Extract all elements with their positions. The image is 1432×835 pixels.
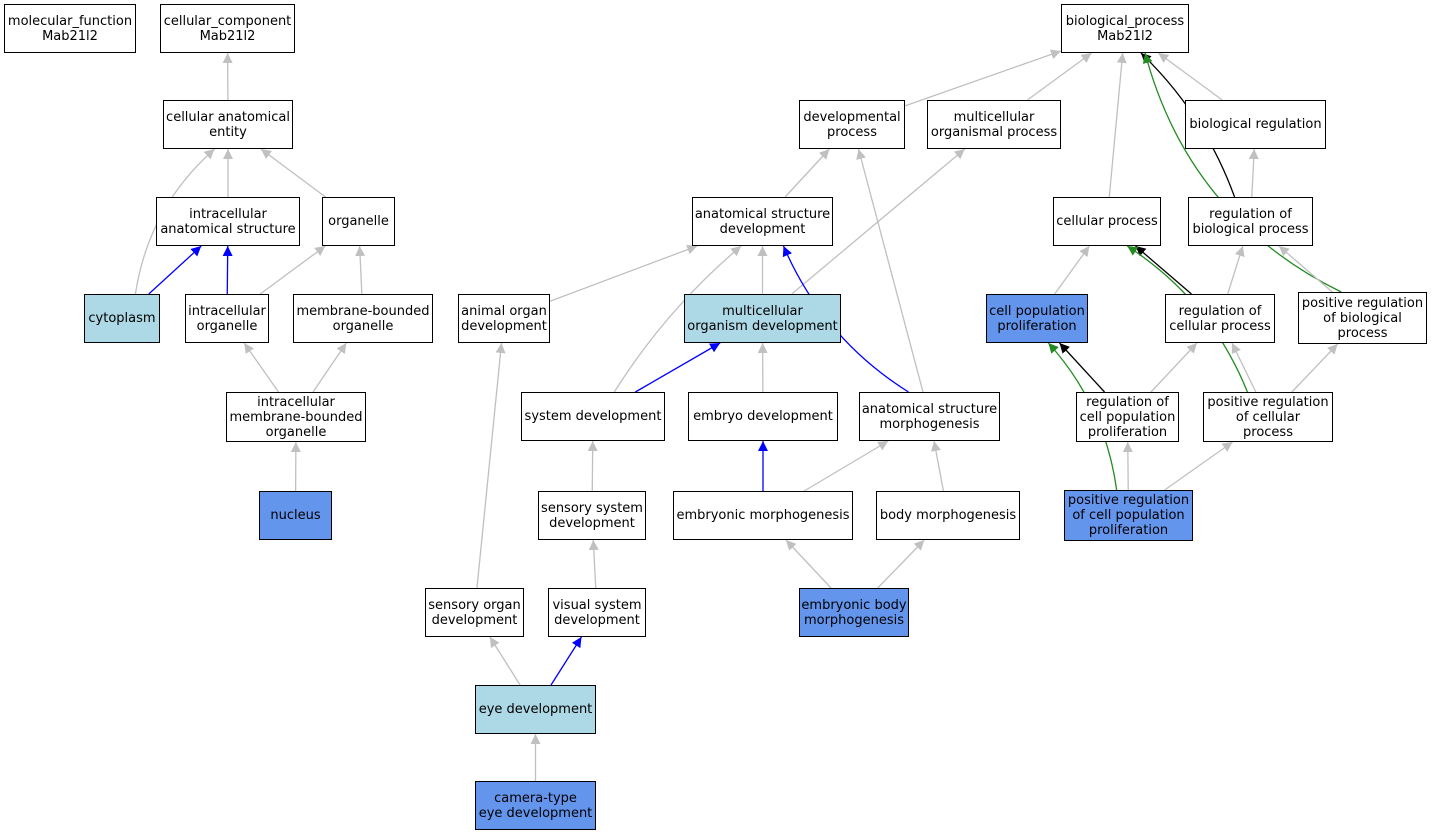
edge-anatomical-structure-development-to-developmental-process (784, 148, 830, 198)
node-cell-population-proliferation[interactable]: cell population proliferation (986, 294, 1088, 343)
edge-system-development-to-anatomical-structure-development (613, 245, 742, 393)
edge-embryonic-morphogenesis-to-anatomical-structure-morphogenesis (803, 440, 889, 492)
edge-intracellular-membrane-bounded-organelle-to-intracellular-organelle (243, 342, 280, 393)
node-positive-regulation-of-cell-population-proliferation[interactable]: positive regulation of cell population p… (1064, 490, 1193, 541)
edge-system-development-to-multicellular-organism-development (635, 342, 721, 393)
edge-embryonic-body-morphogenesis-to-body-morphogenesis (877, 539, 925, 589)
node-body-morphogenesis[interactable]: body morphogenesis (876, 491, 1020, 540)
node-cellular-component[interactable]: cellular_component Mab21l2 (160, 4, 295, 53)
node-embryonic-body-morphogenesis[interactable]: embryonic body morphogenesis (799, 588, 909, 637)
edge-positive-regulation-of-biological-process-to-regulation-of-biological-process (1278, 245, 1333, 293)
edge-visual-system-development-to-sensory-system-development (588, 539, 599, 589)
node-intracellular-anatomical-structure[interactable]: intracellular anatomical structure (156, 197, 300, 246)
node-intracellular-membrane-bounded-organelle[interactable]: intracellular membrane-bounded organelle (226, 392, 366, 442)
edge-anatomical-structure-morphogenesis-to-developmental-process (856, 148, 924, 393)
node-biological-process[interactable]: biological_process Mab21l2 (1061, 4, 1189, 53)
node-embryonic-morphogenesis[interactable]: embryonic morphogenesis (673, 491, 853, 540)
edge-cytoplasm-to-intracellular-anatomical-structure (148, 245, 202, 295)
node-intracellular-organelle[interactable]: intracellular organelle (185, 294, 269, 343)
node-molecular-function[interactable]: molecular_function Mab21l2 (4, 4, 136, 53)
edge-sensory-system-development-to-system-development (587, 440, 598, 492)
node-animal-organ-development[interactable]: animal organ development (458, 294, 550, 343)
edge-embryonic-body-morphogenesis-to-embryonic-morphogenesis (785, 539, 832, 589)
edge-positive-regulation-of-cell-population-proliferation-to-positive-regulation-of-cellular-process (1164, 441, 1233, 491)
edge-regulation-of-cellular-process-to-cellular-process (1135, 245, 1192, 295)
edge-membrane-bounded-organelle-to-organelle (355, 245, 366, 295)
edge-regulation-of-biological-process-to-biological-regulation (1248, 148, 1259, 198)
node-multicellular-organism-development[interactable]: multicellular organism development (684, 294, 841, 343)
edge-regulation-of-cell-population-proliferation-to-cell-population-proliferation (1059, 342, 1106, 393)
node-positive-regulation-of-biological-process[interactable]: positive regulation of biological proces… (1298, 292, 1427, 344)
edge-organelle-to-cellular-anatomical-entity (260, 148, 326, 198)
edge-animal-organ-development-to-anatomical-structure-development (549, 244, 698, 302)
node-embryo-development[interactable]: embryo development (688, 392, 838, 441)
edge-cellular-process-to-biological-process (1108, 52, 1127, 198)
node-nucleus[interactable]: nucleus (259, 491, 332, 540)
edge-regulation-of-cellular-process-to-regulation-of-biological-process (1227, 245, 1245, 295)
node-regulation-of-cell-population-proliferation[interactable]: regulation of cell population proliferat… (1076, 392, 1179, 442)
node-anatomical-structure-development[interactable]: anatomical structure development (692, 197, 833, 246)
edge-developmental-process-to-biological-process (904, 49, 1062, 107)
edge-regulation-of-cell-population-proliferation-to-regulation-of-cellular-process (1150, 342, 1198, 393)
node-developmental-process[interactable]: developmental process (799, 100, 905, 149)
node-eye-development[interactable]: eye development (475, 685, 596, 734)
edge-positive-regulation-of-biological-process-to-biological-process (1142, 52, 1342, 293)
edge-multicellular-organism-development-to-multicellular-organismal-process (791, 148, 966, 295)
node-organelle[interactable]: organelle (322, 197, 395, 246)
node-cellular-process[interactable]: cellular process (1053, 197, 1161, 246)
edge-positive-regulation-of-cellular-process-to-positive-regulation-of-biological-process (1291, 343, 1339, 393)
node-cytoplasm[interactable]: cytoplasm (84, 294, 160, 343)
edge-eye-development-to-sensory-organ-development (489, 636, 521, 686)
edge-eye-development-to-visual-system-development (550, 636, 583, 686)
node-multicellular-organismal-process[interactable]: multicellular organismal process (927, 100, 1061, 149)
node-sensory-organ-development[interactable]: sensory organ development (425, 588, 524, 637)
node-visual-system-development[interactable]: visual system development (548, 588, 646, 637)
edge-intracellular-membrane-bounded-organelle-to-membrane-bounded-organelle (312, 342, 347, 393)
edge-cell-population-proliferation-to-cellular-process (1054, 245, 1090, 295)
edge-positive-regulation-of-cellular-process-to-regulation-of-cellular-process (1231, 342, 1257, 393)
node-regulation-of-cellular-process[interactable]: regulation of cellular process (1165, 294, 1275, 343)
node-sensory-system-development[interactable]: sensory system development (538, 491, 646, 540)
node-biological-regulation[interactable]: biological regulation (1185, 100, 1326, 149)
node-camera-type-eye-development[interactable]: camera-type eye development (475, 781, 596, 830)
edge-biological-regulation-to-biological-process (1157, 52, 1223, 101)
edge-multicellular-organismal-process-to-biological-process (1027, 52, 1092, 101)
edge-intracellular-organelle-to-organelle (259, 245, 326, 295)
edge-body-morphogenesis-to-anatomical-structure-morphogenesis (931, 440, 945, 492)
node-membrane-bounded-organelle[interactable]: membrane-bounded organelle (293, 294, 433, 343)
node-regulation-of-biological-process[interactable]: regulation of biological process (1188, 197, 1313, 246)
node-system-development[interactable]: system development (521, 392, 665, 441)
edge-sensory-organ-development-to-animal-organ-development (476, 342, 506, 589)
node-anatomical-structure-morphogenesis[interactable]: anatomical structure morphogenesis (859, 392, 1000, 441)
node-cellular-anatomical-entity[interactable]: cellular anatomical entity (163, 100, 293, 149)
node-positive-regulation-of-cellular-process[interactable]: positive regulation of cellular process (1203, 392, 1333, 442)
